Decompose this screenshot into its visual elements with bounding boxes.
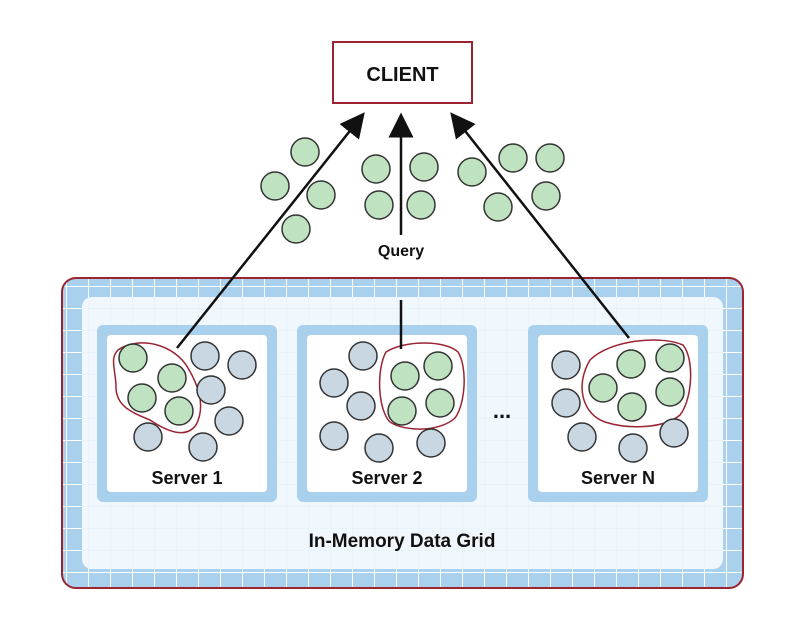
- query-label: Query: [378, 243, 424, 260]
- data-node-green: [387, 396, 417, 426]
- arrow-server-n-to-client: [450, 112, 630, 339]
- server-2-query-region: [378, 342, 465, 430]
- data-node-gray: [188, 432, 218, 462]
- server-n-panel: [538, 335, 698, 492]
- data-node-gray: [196, 375, 226, 405]
- data-node-gray: [348, 341, 378, 371]
- data-node-gray: [319, 368, 349, 398]
- result-node: [406, 190, 436, 220]
- more-servers-ellipsis: ...: [493, 398, 511, 423]
- data-node-gray: [551, 350, 581, 380]
- grid-label: In-Memory Data Grid: [309, 531, 496, 552]
- data-node-gray: [214, 406, 244, 436]
- data-node-green: [390, 361, 420, 391]
- data-node-green: [425, 388, 455, 418]
- results-right: [457, 143, 565, 222]
- result-node: [483, 192, 513, 222]
- data-node-gray: [346, 391, 376, 421]
- data-node-gray: [416, 428, 446, 458]
- result-node: [364, 190, 394, 220]
- data-node-green: [157, 363, 187, 393]
- result-node: [535, 143, 565, 173]
- data-node-gray: [190, 341, 220, 371]
- result-node: [361, 154, 391, 184]
- server-n-query-region: [581, 339, 692, 428]
- result-node: [306, 180, 336, 210]
- result-node: [290, 137, 320, 167]
- data-node-green: [118, 343, 148, 373]
- client-node: CLIENT: [332, 41, 473, 104]
- result-node: [409, 152, 439, 182]
- data-node-green: [588, 373, 618, 403]
- data-node-green: [655, 343, 685, 373]
- server-n-label: Server N: [581, 468, 655, 488]
- data-node-gray: [133, 422, 163, 452]
- data-node-green: [655, 377, 685, 407]
- data-node-green: [616, 349, 646, 379]
- client-label: CLIENT: [366, 64, 438, 86]
- server-2-label: Server 2: [351, 468, 422, 488]
- server-n: Server N: [528, 325, 708, 502]
- server-1-label: Server 1: [151, 468, 222, 488]
- results-left: [260, 137, 336, 244]
- result-node: [281, 214, 311, 244]
- data-node-gray: [364, 433, 394, 463]
- data-node-gray: [659, 418, 689, 448]
- data-node-gray: [551, 388, 581, 418]
- result-node: [260, 171, 290, 201]
- data-node-gray: [567, 422, 597, 452]
- result-node: [531, 181, 561, 211]
- client-box: [332, 41, 473, 104]
- data-node-gray: [319, 421, 349, 451]
- data-node-green: [164, 396, 194, 426]
- data-node-green: [423, 351, 453, 381]
- arrow-server-1-to-client: [176, 112, 365, 349]
- data-node-gray: [618, 433, 648, 463]
- server-1: Server 1: [97, 325, 277, 502]
- result-node: [498, 143, 528, 173]
- results-middle: [361, 152, 439, 220]
- data-node-gray: [227, 350, 257, 380]
- data-node-green: [617, 392, 647, 422]
- result-node: [457, 157, 487, 187]
- server-2: Server 2: [297, 325, 477, 502]
- server-1-query-region: [112, 342, 202, 434]
- data-node-green: [127, 383, 157, 413]
